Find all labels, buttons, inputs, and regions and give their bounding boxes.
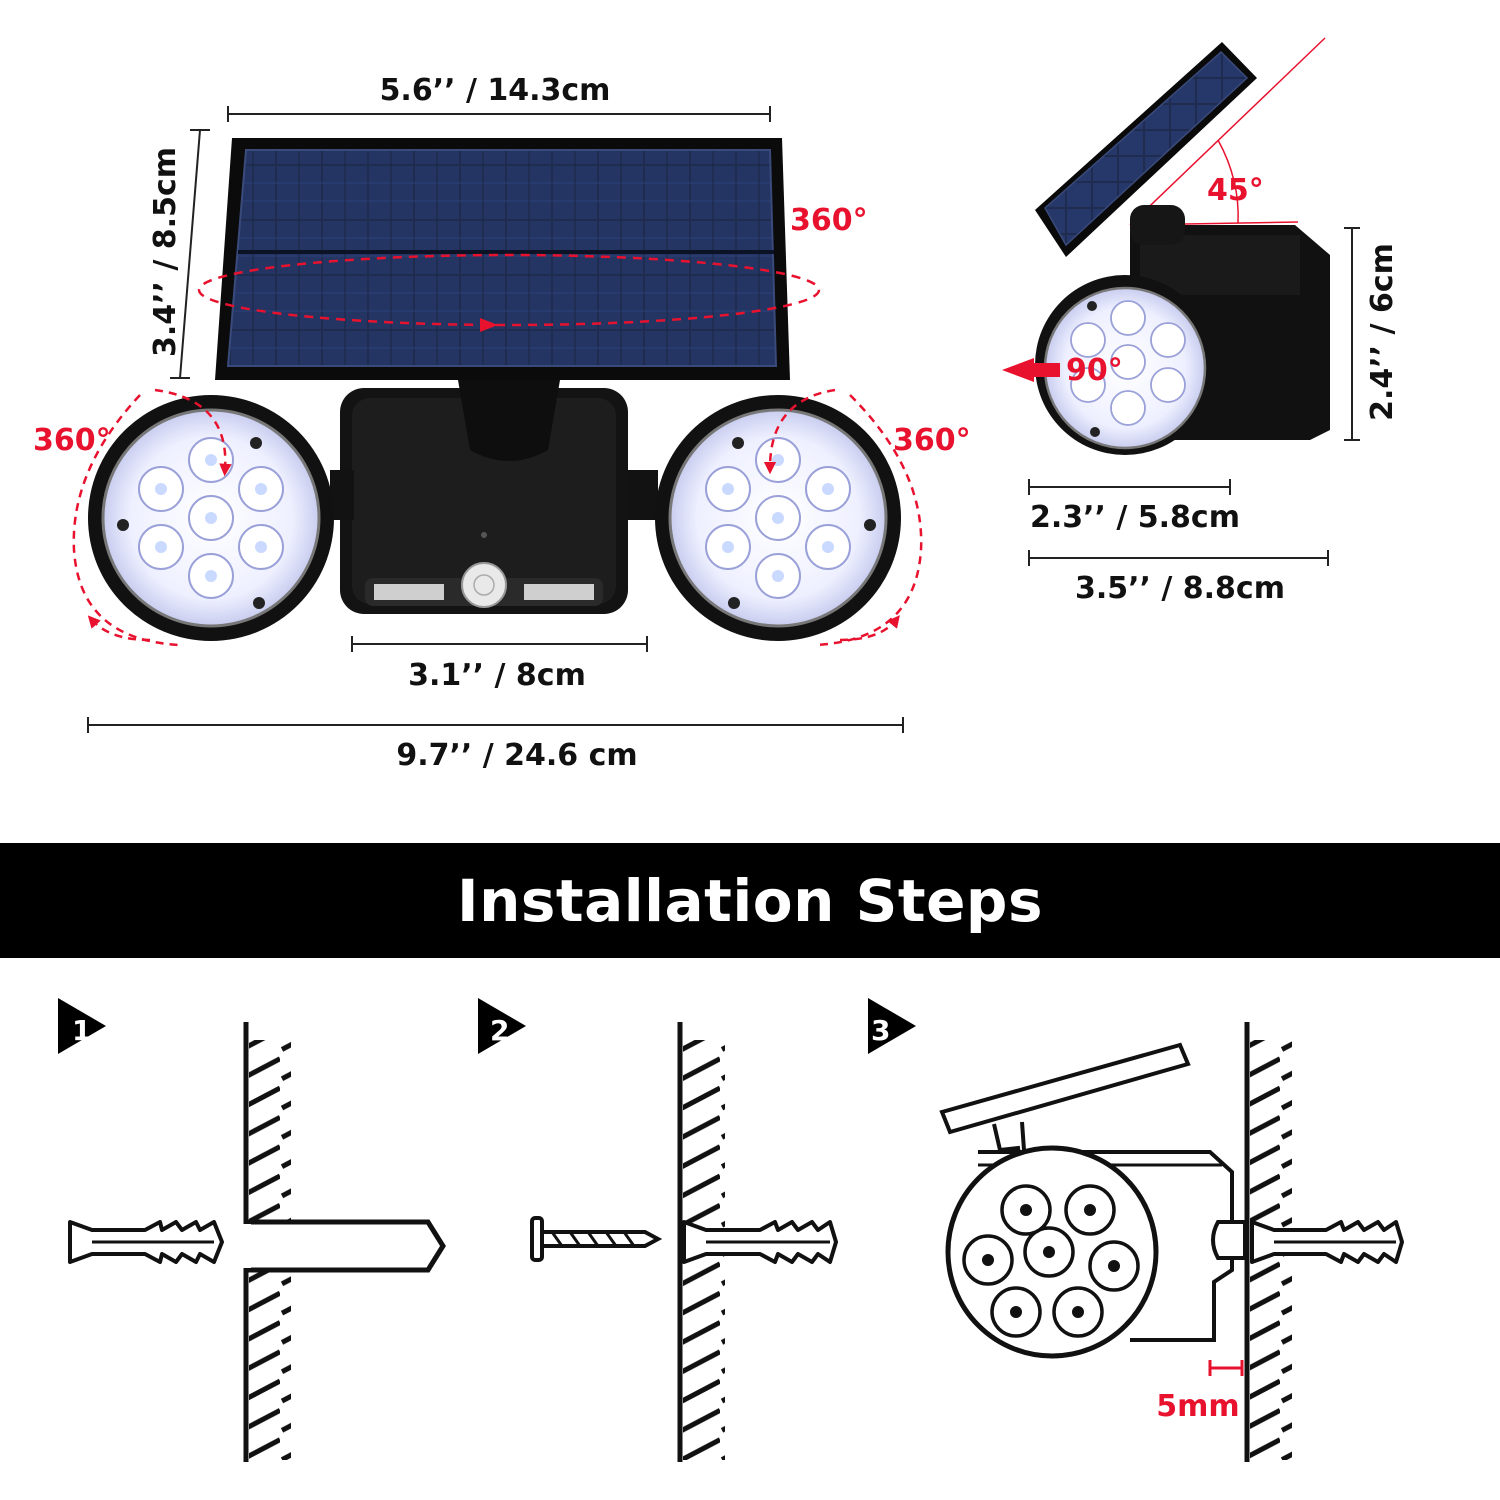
step-2-number: 2 xyxy=(490,1014,509,1047)
right-head-rotation-label: 360° xyxy=(893,423,971,458)
step-1-number: 1 xyxy=(72,1014,91,1047)
right-lamp-head: 360° xyxy=(626,388,971,647)
motion-sensor-body xyxy=(340,380,628,614)
panel-width-dimension: 5.6’’ / 14.3cm xyxy=(227,73,771,122)
panel-tilt-label: 45° xyxy=(1207,173,1264,208)
section-title: Installation Steps xyxy=(457,866,1043,935)
gap-label: 5mm xyxy=(1156,1389,1239,1424)
panel-height-label: 3.4’’ / 8.5cm xyxy=(148,147,183,357)
installation-banner: Installation Steps xyxy=(0,843,1500,958)
front-view: 5.6’’ / 14.3cm 3.4’’ / 8.5cm 360° xyxy=(33,73,971,773)
side-head-width-label: 2.3’’ / 5.8cm xyxy=(1030,500,1240,535)
step-2: 2 xyxy=(478,998,838,1462)
head-tilt-label: 90° xyxy=(1066,353,1123,388)
mounted-light-outline xyxy=(939,1042,1247,1359)
drill-hole-illustration xyxy=(243,1219,446,1273)
body-width-label: 3.1’’ / 8cm xyxy=(408,658,586,693)
side-head-width-dimension: 2.3’’ / 5.8cm xyxy=(1028,479,1240,535)
body-width-dimension: 3.1’’ / 8cm xyxy=(351,636,648,693)
step-3-anchor-icon xyxy=(1250,1220,1404,1264)
total-width-label: 9.7’’ / 24.6 cm xyxy=(396,738,637,773)
screw-icon xyxy=(530,1216,663,1262)
gap-dimension: 5mm xyxy=(1156,1360,1244,1424)
total-width-dimension: 9.7’’ / 24.6 cm xyxy=(87,717,904,773)
side-height-label: 2.4’’ / 6cm xyxy=(1365,243,1400,421)
panel-height-dimension: 3.4’’ / 8.5cm xyxy=(148,129,210,379)
step-1-badge: 1 xyxy=(58,998,106,1054)
step-3-badge: 3 xyxy=(868,998,916,1054)
side-depth-label: 3.5’’ / 8.8cm xyxy=(1075,571,1285,606)
side-view: 45° 90° xyxy=(1002,37,1400,606)
step-1: 1 xyxy=(58,998,446,1462)
side-lamp-head xyxy=(1035,275,1215,455)
panel-width-label: 5.6’’ / 14.3cm xyxy=(380,73,611,108)
side-height-dimension: 2.4’’ / 6cm xyxy=(1344,227,1400,441)
left-head-rotation-label: 360° xyxy=(33,423,111,458)
left-lamp-head: 360° xyxy=(33,388,354,647)
inserted-anchor-icon xyxy=(682,1220,838,1264)
step-3-number: 3 xyxy=(871,1014,890,1047)
panel-rotation-label: 360° xyxy=(790,203,868,238)
side-solar-panel xyxy=(1035,42,1257,257)
step-2-badge: 2 xyxy=(478,998,526,1054)
panel-rotation-indicator: 360° xyxy=(197,203,868,332)
step-3: 3 xyxy=(868,998,1404,1462)
solar-panel xyxy=(215,138,790,380)
side-depth-dimension: 3.5’’ / 8.8cm xyxy=(1028,550,1329,606)
wall-anchor-icon xyxy=(68,1220,224,1264)
